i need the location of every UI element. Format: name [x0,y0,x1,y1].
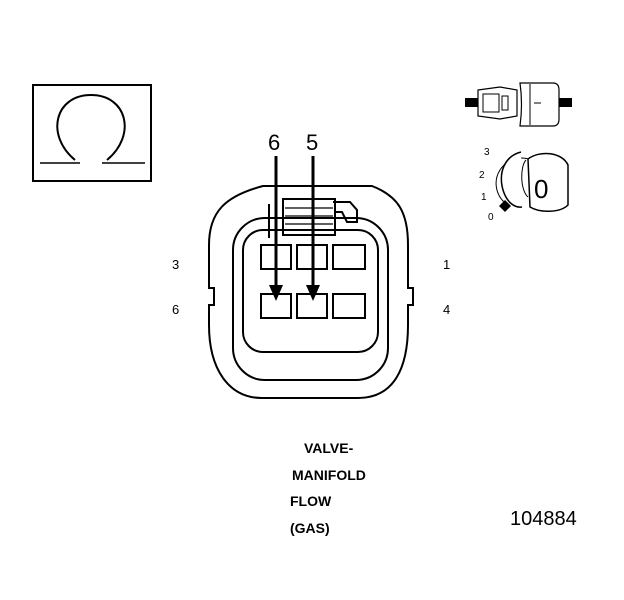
connector-side-view-icon [465,82,572,127]
pin-callout-arrows [269,156,320,301]
connector-latch [268,198,358,238]
caption-line-3: FLOW [290,493,332,509]
lock-position-0: 0 [488,212,494,223]
omega-symbol-icon [32,84,152,182]
lock-position-3: 3 [484,147,490,158]
caption-line-2: MANIFOLD [292,467,366,483]
part-number: 104884 [510,508,577,530]
lock-label: 0 [534,174,549,204]
lock-tab-position-icon [495,151,569,212]
lock-position-1: 1 [481,192,487,203]
cavity-label-6: 6 [172,302,180,317]
callout-pin-6: 6 [268,130,281,155]
cavity-1 [332,244,366,270]
callout-pin-5: 5 [306,130,319,155]
caption-line-1: VALVE- [304,440,354,456]
cavity-label-3: 3 [172,257,180,272]
caption-line-4: (GAS) [290,520,330,536]
cavity-label-4: 4 [443,302,451,317]
cavity-4 [332,293,366,319]
lock-position-2: 2 [479,170,485,181]
cavity-label-1: 1 [443,257,451,272]
